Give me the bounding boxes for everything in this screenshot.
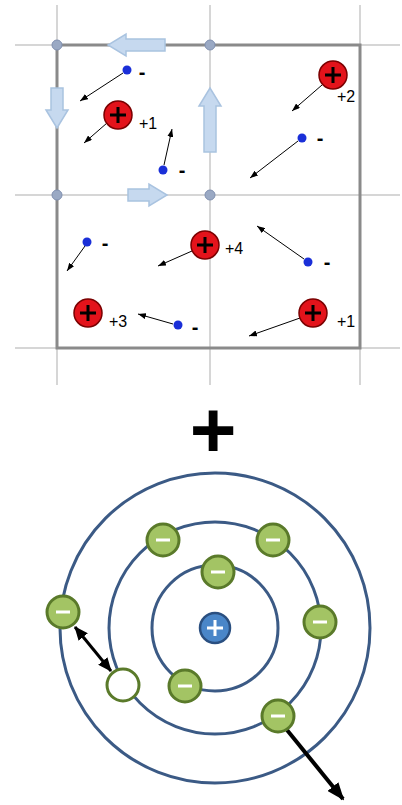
velocity-arrow: [158, 251, 192, 266]
block-arrow: [199, 88, 221, 152]
positive-charge: [74, 299, 102, 327]
block-arrow: [46, 88, 68, 128]
lattice-site: [205, 190, 215, 200]
positive-charge: [299, 299, 327, 327]
loop-arrows: [46, 34, 221, 206]
velocity-arrow: [292, 85, 322, 111]
shell-electrons: [47, 524, 336, 732]
positive-charge: [319, 61, 347, 89]
velocity-arrows: [67, 73, 322, 336]
electron-sign: -: [102, 233, 109, 253]
electron-dot: [174, 321, 183, 330]
positive-charge: [191, 231, 219, 259]
electron-dot: [159, 166, 168, 175]
lattice-site: [52, 190, 62, 200]
charge-label: +3: [109, 314, 127, 330]
plus-symbol: [110, 107, 126, 123]
atom: [47, 473, 370, 799]
transition-arrow: [75, 627, 111, 671]
lattice-site: [205, 40, 215, 50]
electron-sign: -: [324, 252, 331, 272]
ionization-arrow: [287, 730, 343, 799]
plus-symbol: [80, 305, 96, 321]
lattice-grid: [15, 5, 400, 385]
electron-hole: [107, 669, 139, 701]
positive-charge: [104, 101, 132, 129]
electron-sign: -: [192, 317, 199, 337]
charge-label: +4: [225, 241, 243, 257]
plus-symbol: [325, 67, 341, 83]
plus-symbols: [80, 67, 341, 321]
lattice-border: [57, 45, 360, 348]
velocity-arrow: [257, 226, 304, 259]
electron-dot: [123, 66, 132, 75]
plus-operator: +: [190, 390, 237, 470]
electron-dot: [304, 258, 313, 267]
lattice-site: [52, 40, 62, 50]
positive-charges: [74, 61, 347, 327]
electron-sign: -: [317, 128, 324, 148]
plus-symbol: [197, 237, 213, 253]
plus-symbol: [305, 305, 321, 321]
velocity-arrow: [80, 73, 123, 101]
velocity-arrow: [164, 129, 172, 165]
minus-symbols: [56, 540, 327, 716]
velocity-arrow: [249, 318, 300, 336]
velocity-arrow: [250, 141, 298, 178]
nucleus-plus: [207, 620, 223, 636]
charge-label: +1: [139, 116, 157, 132]
velocity-arrow: [67, 246, 85, 271]
electron-dot: [298, 134, 307, 143]
velocity-arrow: [84, 123, 107, 143]
electron-sign: -: [139, 62, 146, 82]
electron-shell: [109, 522, 321, 734]
electron-shell: [60, 473, 370, 783]
lattice-sites: [52, 40, 215, 200]
block-arrow: [108, 34, 165, 56]
electrons: [83, 66, 313, 330]
charge-label: +1: [337, 314, 355, 330]
velocity-arrow: [138, 314, 173, 324]
electron-sign: -: [179, 160, 186, 180]
electron-dot: [83, 238, 92, 247]
charge-label: +2: [337, 89, 355, 105]
nucleus: [200, 613, 230, 643]
block-arrow: [128, 184, 167, 206]
